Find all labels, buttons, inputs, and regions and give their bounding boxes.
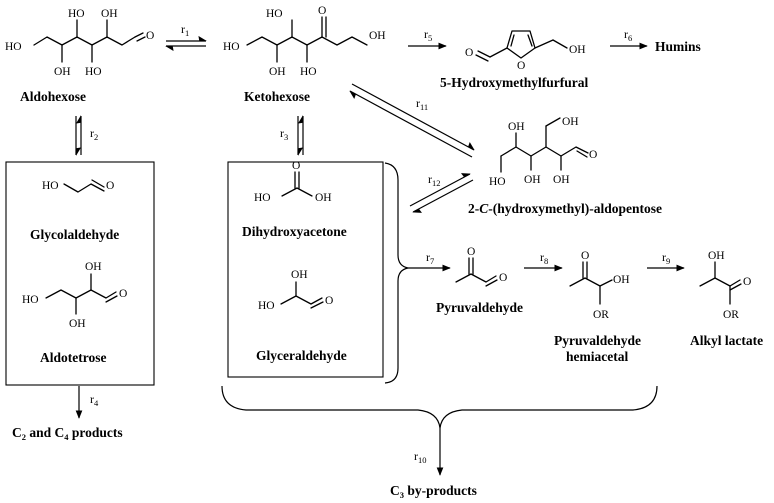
label-pyruvaldehyde: Pyruvaldehyde <box>436 300 523 315</box>
atom-oh: OH <box>54 66 71 78</box>
hmf-structure: O O OH <box>465 30 586 72</box>
arrow-r9: r9 <box>647 250 685 272</box>
arrow-r8: r8 <box>524 250 563 272</box>
atom-oh: OH <box>524 174 541 186</box>
atom-or: OR <box>593 309 609 321</box>
atom-ho: HO <box>254 192 271 204</box>
label-hemiacetal-line1: Pyruvaldehyde <box>554 333 641 348</box>
label-hemiacetal-line2: hemiacetal <box>566 349 628 364</box>
atom-oh: OH <box>269 66 286 78</box>
atom-oh: OH <box>708 250 725 262</box>
atom-o: O <box>119 288 127 300</box>
label-glycolaldehyde: Glycolaldehyde <box>30 227 119 242</box>
atom-oh: OH <box>508 121 525 133</box>
reaction-label-r3: r3 <box>280 126 288 142</box>
hemiacetal-structure: O OH OR <box>569 250 630 321</box>
arrow-r6: r6 <box>610 27 648 50</box>
atom-o: O <box>589 149 597 161</box>
arrow-r11: r11 <box>349 83 475 158</box>
atom-ho: HO <box>42 180 59 192</box>
atom-oh: OH <box>315 192 332 204</box>
aldopentose-structure: OH OH O HO OH OH <box>489 116 597 188</box>
atom-o: O <box>292 160 300 172</box>
reaction-label-r8: r8 <box>540 250 548 266</box>
atom-oh: OH <box>69 318 86 330</box>
atom-oh: OH <box>562 116 579 128</box>
atom-o: O <box>465 47 473 59</box>
atom-o: O <box>499 272 507 284</box>
alkyl-lactate-structure: OH O OR <box>699 250 751 321</box>
arrow-r5: r5 <box>408 27 447 50</box>
atom-o: O <box>106 180 114 192</box>
atom-o: O <box>743 276 751 288</box>
label-aldohexose: Aldohexose <box>20 89 86 104</box>
label-c3-by-products: C3 by-products <box>390 483 477 500</box>
label-aldotetrose: Aldotetrose <box>40 350 107 365</box>
atom-ho: HO <box>300 66 317 78</box>
atom-ho: HO <box>489 176 506 188</box>
atom-oh: OH <box>291 269 308 281</box>
arrow-r2: r2 <box>75 115 98 156</box>
label-aldopentose: 2-C-(hydroxymethyl)-aldopentose <box>468 201 662 216</box>
arrow-r7: r7 <box>408 250 451 272</box>
reaction-label-r1: r1 <box>181 22 189 38</box>
atom-oh: OH <box>553 174 570 186</box>
reaction-label-r11: r11 <box>416 96 428 112</box>
atom-oh: OH <box>101 8 118 20</box>
arrow-r4: r4 <box>75 386 99 419</box>
atom-ho: HO <box>5 41 22 53</box>
pyruvaldehyde-structure: O O <box>455 246 507 287</box>
reaction-label-r2: r2 <box>90 126 98 142</box>
atom-or: OR <box>723 309 739 321</box>
atom-ho: HO <box>266 8 283 20</box>
reaction-label-r12: r12 <box>428 172 441 188</box>
brace-bottom <box>221 385 658 429</box>
reaction-label-r4: r4 <box>90 392 99 408</box>
arrow-r3: r3 <box>280 115 304 156</box>
atom-ho: HO <box>22 294 39 306</box>
brace-c3 <box>384 162 409 384</box>
arrow-r1: r1 <box>165 22 207 52</box>
atom-oh: OH <box>569 44 586 56</box>
reaction-label-r5: r5 <box>424 27 432 43</box>
atom-ho: HO <box>223 41 240 53</box>
aldohexose-structure: HO O HO OH OH HO <box>5 8 154 78</box>
reaction-label-r6: r6 <box>624 27 632 43</box>
ketohexose-structure: HO OH O HO OH HO <box>223 5 386 78</box>
label-dihydroxyacetone: Dihydroxyacetone <box>242 224 347 239</box>
reaction-label-r7: r7 <box>426 250 434 266</box>
atom-o: O <box>146 30 154 42</box>
label-hmf: 5-Hydroxymethylfurfural <box>440 75 588 90</box>
atom-o: O <box>325 295 333 307</box>
arrow-r10: r10 <box>414 428 444 476</box>
atom-oh: OH <box>85 261 102 273</box>
atom-o: O <box>517 60 525 72</box>
atom-oh: OH <box>369 30 386 42</box>
arrow-r12: r12 <box>409 172 474 213</box>
glyceraldehyde-structure: HO OH O <box>258 269 333 312</box>
label-glyceraldehyde: Glyceraldehyde <box>256 348 347 363</box>
atom-o: O <box>467 246 475 258</box>
label-ketohexose: Ketohexose <box>244 89 310 104</box>
atom-o: O <box>318 5 326 17</box>
reaction-label-r9: r9 <box>662 250 670 266</box>
reaction-label-r10: r10 <box>414 449 427 465</box>
atom-oh: OH <box>613 274 630 286</box>
atom-ho: HO <box>85 66 102 78</box>
aldotetrose-structure: HO OH OH O <box>22 261 127 330</box>
label-alkyl-lactate: Alkyl lactate <box>690 333 763 348</box>
c2-c4-box <box>5 161 155 386</box>
c3-box <box>227 161 384 378</box>
atom-ho: HO <box>68 8 85 20</box>
glycolaldehyde-structure: HO O <box>42 179 114 193</box>
atom-ho: HO <box>258 300 275 312</box>
label-c2-c4-products: C2 and C4 products <box>12 425 123 442</box>
atom-o: O <box>581 250 589 262</box>
label-humins: Humins <box>655 39 701 54</box>
dihydroxyacetone-structure: HO O OH <box>254 160 332 204</box>
